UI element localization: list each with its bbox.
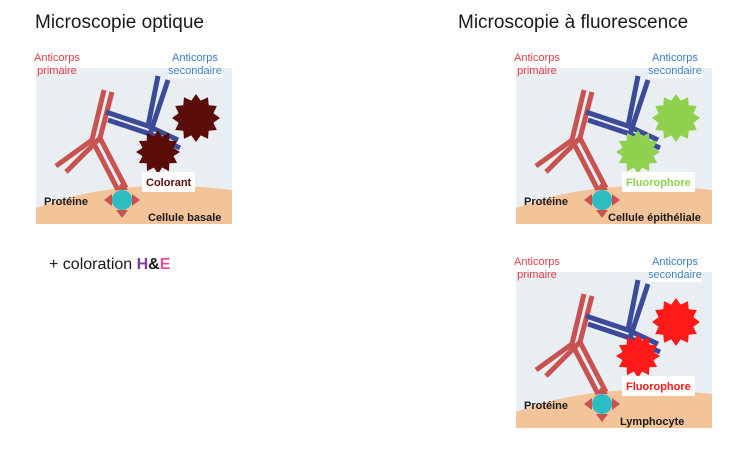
he-staining-caption: + coloration H&E bbox=[49, 256, 170, 274]
caption-h: H bbox=[137, 256, 149, 273]
secondary-antibody-label-line: secondaire bbox=[168, 65, 222, 78]
cell-label: Cellule basale bbox=[148, 212, 221, 224]
secondary-antibody-label-line: Anticorps bbox=[648, 256, 702, 269]
caption-amp: & bbox=[148, 256, 160, 273]
marker-label: Colorant bbox=[146, 177, 191, 189]
primary-antibody-label-line: primaire bbox=[514, 65, 560, 78]
secondary-antibody-label-line: secondaire bbox=[648, 269, 702, 282]
marker-label: Fluorophore bbox=[626, 381, 691, 393]
caption-e: E bbox=[160, 256, 171, 273]
primary-antibody-label-line: primaire bbox=[34, 65, 80, 78]
primary-antibody-label-line: Anticorps bbox=[514, 256, 560, 269]
secondary-antibody-label-line: Anticorps bbox=[168, 52, 222, 65]
marker-label: Fluorophore bbox=[626, 177, 691, 189]
secondary-antibody-label-line: Anticorps bbox=[648, 52, 702, 65]
protein-circle bbox=[112, 190, 132, 210]
marker-label-box: Colorant bbox=[142, 172, 195, 192]
protein-label: Protéine bbox=[524, 196, 568, 208]
protein-label: Protéine bbox=[44, 196, 88, 208]
protein-label: Protéine bbox=[524, 400, 568, 412]
protein-circle bbox=[592, 394, 612, 414]
title-fluorescence-microscopy: Microscopie à fluorescence bbox=[458, 12, 688, 34]
caption-prefix: + coloration bbox=[49, 256, 137, 273]
marker-label-box: Fluorophore bbox=[622, 376, 695, 396]
secondary-antibody-label-line: secondaire bbox=[648, 65, 702, 78]
cell-label: Lymphocyte bbox=[620, 416, 684, 428]
title-optical-microscopy: Microscopie optique bbox=[35, 12, 204, 34]
protein-circle bbox=[592, 190, 612, 210]
primary-antibody-label-line: Anticorps bbox=[34, 52, 80, 65]
cell-label: Cellule épithéliale bbox=[608, 212, 701, 224]
primary-antibody-label-line: primaire bbox=[514, 269, 560, 282]
primary-antibody-label-line: Anticorps bbox=[514, 52, 560, 65]
marker-label-box: Fluorophore bbox=[622, 172, 695, 192]
